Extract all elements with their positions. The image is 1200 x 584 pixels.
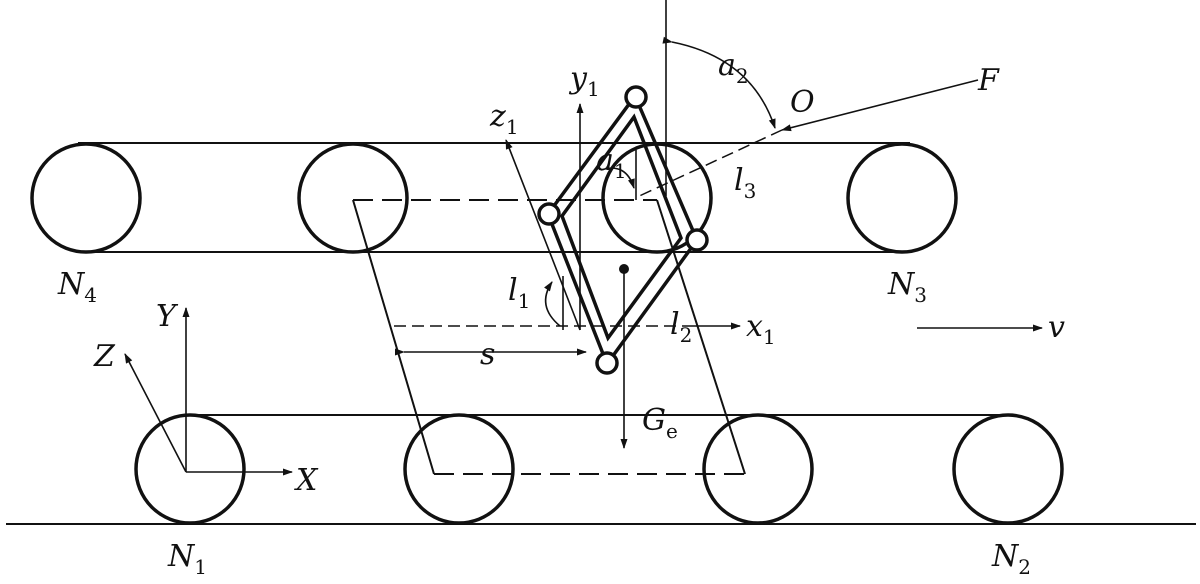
label-a1: a1 <box>596 143 627 183</box>
label-Z: Z <box>93 339 116 374</box>
label-O: O <box>790 85 815 120</box>
pivot-right <box>685 228 709 252</box>
pivot-bottom <box>595 351 619 375</box>
label-Ge: Ge <box>642 403 678 443</box>
label-l2: l2 <box>670 307 692 347</box>
lower-wheel-3 <box>702 413 814 525</box>
label-N1: N1 <box>167 539 207 579</box>
lower-wheel-2 <box>403 413 515 525</box>
label-s: s <box>480 337 495 372</box>
z1-axis <box>505 139 581 331</box>
upper-wheel-1 <box>30 142 142 254</box>
center-of-gravity <box>619 264 629 274</box>
label-x1: x1 <box>746 309 776 349</box>
projection-parallelogram <box>352 199 746 475</box>
projection-left-edge <box>352 199 435 475</box>
label-a2: a2 <box>718 48 749 88</box>
label-v: v <box>1048 310 1065 345</box>
label-l1: l1 <box>508 273 530 313</box>
projection-right-edge <box>656 199 746 475</box>
label-Y: Y <box>156 299 179 334</box>
pivot-top <box>624 85 648 109</box>
label-l3: l3 <box>734 163 756 203</box>
lower-belt <box>134 413 1064 525</box>
label-y1: y1 <box>568 61 600 101</box>
pivot-left <box>537 202 561 226</box>
upper-wheel-2 <box>297 142 409 254</box>
label-F: F <box>977 63 1000 98</box>
lower-wheel-1 <box>134 413 246 525</box>
upper-wheel-4 <box>846 142 958 254</box>
label-z1: z1 <box>489 99 519 139</box>
rhombus-frame <box>537 85 709 375</box>
rhombus-inner <box>560 113 683 342</box>
label-N2: N2 <box>991 539 1031 579</box>
label-N4: N4 <box>57 267 97 307</box>
upper-belt <box>30 142 958 254</box>
label-N3: N3 <box>887 267 927 307</box>
lower-wheel-4 <box>952 413 1064 525</box>
angle-l1-arc <box>544 281 561 327</box>
force-F-arrow <box>781 79 979 132</box>
Z-axis <box>124 353 187 473</box>
label-X: X <box>294 463 319 498</box>
angle-a1-arc <box>600 167 635 189</box>
angle-a2-arc <box>662 36 776 129</box>
